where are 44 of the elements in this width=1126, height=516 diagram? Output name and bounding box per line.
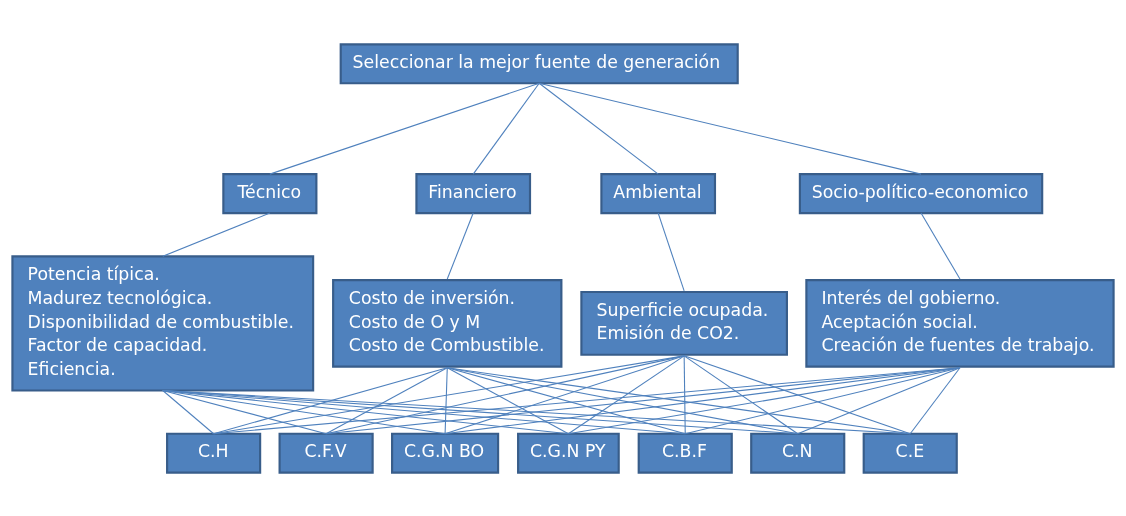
connector (444, 354, 685, 434)
connector (567, 366, 961, 434)
connector (684, 366, 961, 434)
connector (446, 212, 474, 280)
connector (325, 354, 685, 434)
connector (683, 354, 686, 434)
connector (657, 212, 685, 291)
connector (446, 366, 569, 434)
connector (444, 366, 448, 434)
connector (162, 389, 569, 434)
connector (683, 354, 911, 434)
node-box: C.H (166, 432, 262, 474)
node-box: C.F.V (278, 432, 374, 474)
connector (472, 82, 540, 175)
connector (446, 366, 686, 434)
node-box: Superficie ocupada. Emisión de CO2. (580, 290, 788, 356)
node-box: Potencia típica. Madurez tecnológica. Disponibilidad de combustible. Factor de capacidad. Eficiencia. (11, 254, 315, 392)
connector (162, 389, 446, 434)
node-box: C.G.N PY (517, 432, 620, 474)
connector (920, 212, 961, 280)
connector (269, 82, 540, 175)
node-box: Interés del gobierno. Aceptación social. Creación de fuentes de trabajo. (805, 278, 1115, 368)
connector (567, 354, 685, 434)
connector (213, 354, 685, 434)
node-box: C.B.F (637, 432, 733, 474)
node-box: Socio-político-economico (798, 172, 1044, 214)
connector (325, 366, 448, 434)
node-box: Financiero (415, 172, 532, 214)
node-box: C.N (750, 432, 846, 474)
connector (162, 212, 271, 257)
node-box: C.E (862, 432, 958, 474)
connector (683, 354, 799, 434)
connector (797, 366, 961, 434)
connector (213, 366, 448, 434)
connector (538, 82, 659, 175)
connector (909, 366, 961, 434)
node-box: Técnico (222, 172, 318, 214)
connector (162, 389, 215, 434)
node-box: Seleccionar la mejor fuente de generación (339, 42, 739, 84)
node-box: Costo de inversión. Costo de O y M Costo de Combustible. (332, 278, 563, 368)
node-box: Ambiental (600, 172, 717, 214)
connector (162, 389, 327, 434)
connector (538, 82, 922, 175)
node-box: C.G.N BO (391, 432, 500, 474)
